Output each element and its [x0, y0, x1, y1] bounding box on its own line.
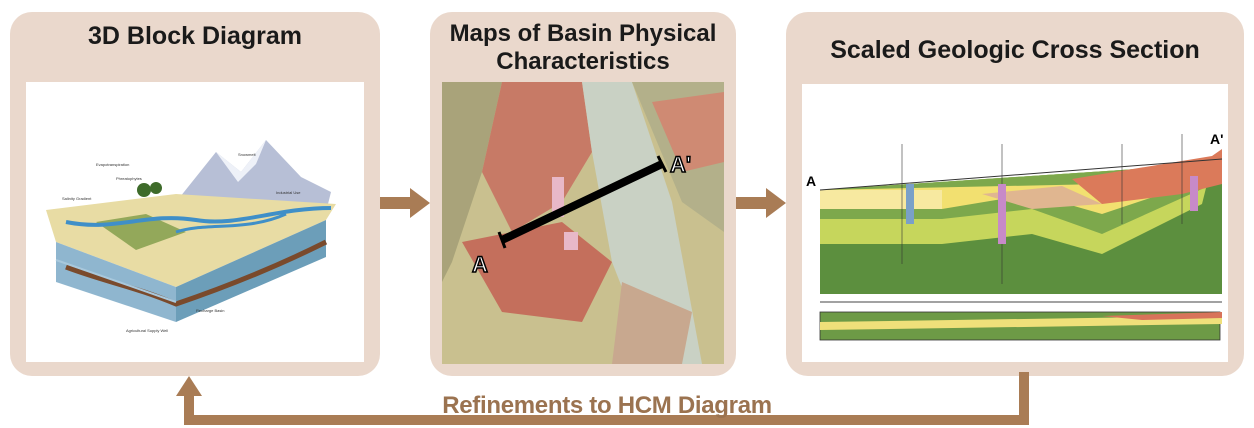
- svg-text:Phreatophytes: Phreatophytes: [116, 176, 142, 181]
- cross-section-image: A A': [802, 84, 1228, 362]
- svg-text:Recharge Basin: Recharge Basin: [196, 308, 224, 313]
- section-end-a: A: [806, 173, 816, 189]
- feedback-label: Refinements to HCM Diagram: [442, 392, 772, 419]
- section-end-a-prime: A': [1210, 131, 1223, 147]
- feedback-arrow-icon: [176, 372, 1029, 425]
- svg-text:Salinity Gradient: Salinity Gradient: [62, 196, 92, 201]
- svg-text:Snowmelt: Snowmelt: [238, 152, 256, 157]
- block-diagram-title: 3D Block Diagram: [88, 22, 302, 50]
- geologic-map-image: A A': [442, 82, 724, 364]
- cross-section-title: Scaled Geologic Cross Section: [830, 36, 1200, 64]
- basin-maps-panel: Maps of Basin Physical Characteristics A…: [430, 12, 736, 376]
- basin-maps-title-line1: Maps of Basin Physical: [449, 20, 717, 47]
- svg-text:Industrial Use: Industrial Use: [276, 190, 301, 195]
- map-point-a-prime: A': [670, 152, 691, 177]
- svg-text:Agricultural Supply Well: Agricultural Supply Well: [126, 328, 168, 333]
- svg-text:Evapotranspiration: Evapotranspiration: [96, 162, 129, 167]
- basin-maps-title: Maps of Basin Physical Characteristics: [430, 20, 736, 76]
- basin-maps-title-line2: Characteristics: [496, 48, 670, 75]
- arrow-right-2-icon: [736, 188, 786, 218]
- map-point-a: A: [472, 252, 488, 277]
- cross-section-panel: Scaled Geologic Cross Section: [786, 12, 1244, 376]
- arrow-right-1-icon: [380, 188, 430, 218]
- block-diagram-panel: 3D Block Diagram Evapotranspiration Phre…: [10, 12, 380, 376]
- block-diagram-image: Evapotranspiration Phreatophytes Salinit…: [26, 82, 364, 362]
